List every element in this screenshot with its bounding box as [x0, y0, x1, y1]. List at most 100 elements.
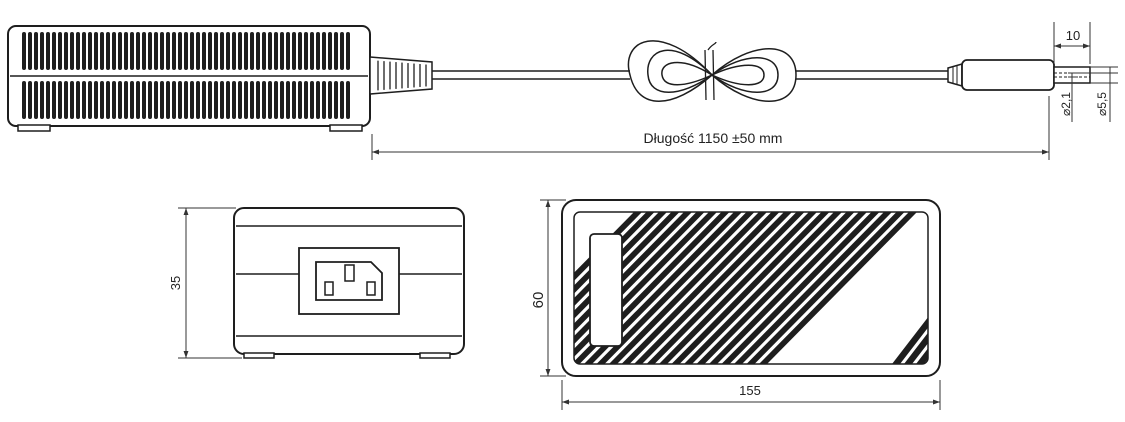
vent-stripe [596, 212, 755, 364]
vent-slot [334, 32, 338, 70]
vent-slot [76, 32, 80, 70]
vent-slot [112, 81, 116, 119]
vent-slot [142, 32, 146, 70]
vent-slot [178, 81, 182, 119]
vent-stripe [609, 212, 767, 364]
vent-slot [202, 81, 206, 119]
vent-slot [256, 32, 260, 70]
vent-slot [346, 32, 350, 70]
vent-slot [88, 81, 92, 119]
vent-slot [268, 32, 272, 70]
vent-slot [46, 81, 50, 119]
vent-slot [226, 81, 230, 119]
vent-slot [238, 32, 242, 70]
vent-slot [52, 81, 56, 119]
vent-slot [82, 32, 86, 70]
plug-diameter-label: ⌀5,5 [1095, 92, 1109, 116]
vent-slot [58, 81, 62, 119]
strain-relief [369, 56, 433, 95]
vent-slot [196, 32, 200, 70]
vent-slot [268, 81, 272, 119]
cable-coil [627, 40, 797, 102]
vent-stripe [904, 312, 928, 364]
adapter-top-view [561, 199, 941, 377]
vent-slot [124, 81, 128, 119]
vent-slot [214, 32, 218, 70]
pin-diameter-label: ⌀2,1 [1059, 92, 1073, 116]
vent-slot [196, 81, 200, 119]
vent-slot [40, 32, 44, 70]
vent-slot [244, 32, 248, 70]
vent-slot [346, 81, 350, 119]
vent-slot [22, 81, 26, 119]
vent-slot [214, 81, 218, 119]
vent-slot [292, 32, 296, 70]
vent-slot [106, 81, 110, 119]
length-label: 155 [739, 383, 761, 398]
width-dimension [540, 199, 566, 377]
vent-slot [220, 81, 224, 119]
vent-slot [28, 32, 32, 70]
vent-slot [226, 32, 230, 70]
vent-slot [208, 32, 212, 70]
vent-slot [76, 81, 80, 119]
vent-slot [184, 32, 188, 70]
vent-slot [118, 81, 122, 119]
vent-slot [100, 32, 104, 70]
vent-slot [202, 32, 206, 70]
vent-slot [34, 81, 38, 119]
vent-slot [112, 32, 116, 70]
dc-plug [947, 59, 1091, 91]
vent-slot [298, 81, 302, 119]
vent-slot [82, 81, 86, 119]
vent-slot [154, 81, 158, 119]
vent-slot [136, 32, 140, 70]
vent-slot [88, 32, 92, 70]
vent-slots-upper [22, 32, 350, 70]
vent-slot [40, 81, 44, 119]
vent-slot [274, 81, 278, 119]
vent-stripe [721, 212, 880, 364]
adapter-side-view [7, 25, 371, 132]
vent-slot [316, 32, 320, 70]
vent-stripe [684, 212, 842, 364]
vent-slot [184, 81, 188, 119]
vent-stripe [574, 212, 667, 364]
vent-slot [262, 32, 266, 70]
vent-slot [172, 81, 176, 119]
vent-stripe [892, 312, 928, 364]
vent-stripe [696, 212, 855, 364]
vent-slot [190, 81, 194, 119]
vent-slot [232, 32, 236, 70]
vent-slot [28, 81, 32, 119]
vent-slot [148, 32, 152, 70]
vent-slot [166, 32, 170, 70]
vent-slot [322, 32, 326, 70]
height-dimension [178, 207, 242, 359]
vent-stripe [574, 212, 705, 364]
cable-length-dimension [371, 96, 1050, 160]
height-label: 35 [168, 276, 183, 290]
iec-c14-socket [298, 247, 400, 315]
vent-slot [310, 32, 314, 70]
vent-slot [220, 32, 224, 70]
vent-slot [100, 81, 104, 119]
vent-slot [58, 32, 62, 70]
vent-slot [340, 81, 344, 119]
vent-slot [310, 81, 314, 119]
vent-slot [154, 32, 158, 70]
vent-stripe [584, 212, 742, 364]
vent-slot [286, 32, 290, 70]
vent-slot [250, 32, 254, 70]
vent-slot [208, 81, 212, 119]
vent-stripe [634, 212, 792, 364]
vent-slot [70, 32, 74, 70]
vent-slot [298, 32, 302, 70]
vent-slot [130, 32, 134, 70]
vent-slot [178, 32, 182, 70]
vent-slot [256, 81, 260, 119]
vent-stripe [671, 212, 830, 364]
length-dimension [561, 380, 941, 410]
vent-slot [34, 32, 38, 70]
vent-slot [280, 81, 284, 119]
